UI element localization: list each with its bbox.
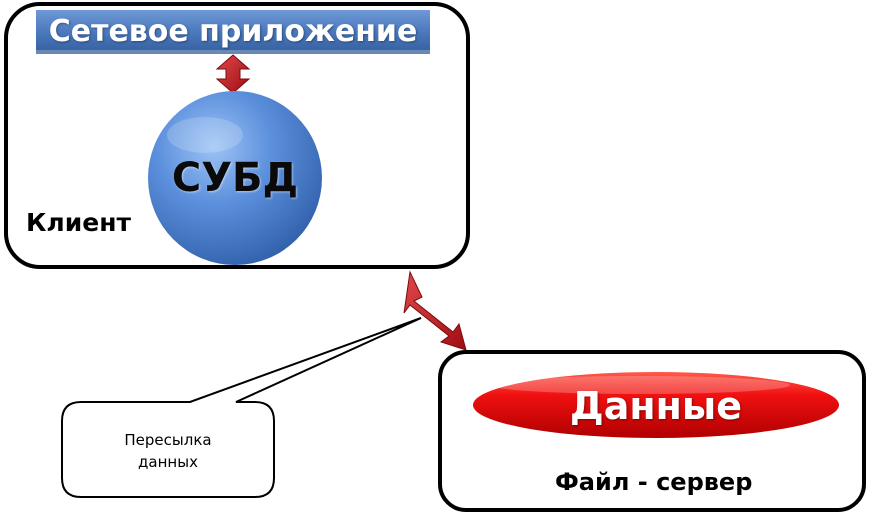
callout-line-1: Пересылка [124,431,212,450]
client-server-arrow [403,270,467,351]
file-server-label: Файл - сервер [555,468,753,496]
transfer-callout [61,317,422,498]
app-banner [36,10,430,54]
app-banner-label: Сетевое приложение [48,14,418,49]
callout-text: Пересылка данных [62,424,274,480]
data-pill [473,372,839,438]
dbms-label: СУБД [171,155,299,201]
data-label: Данные [569,384,743,428]
dbms-sphere [148,91,322,265]
callout-line-2: данных [138,453,198,471]
client-label: Клиент [26,208,131,237]
